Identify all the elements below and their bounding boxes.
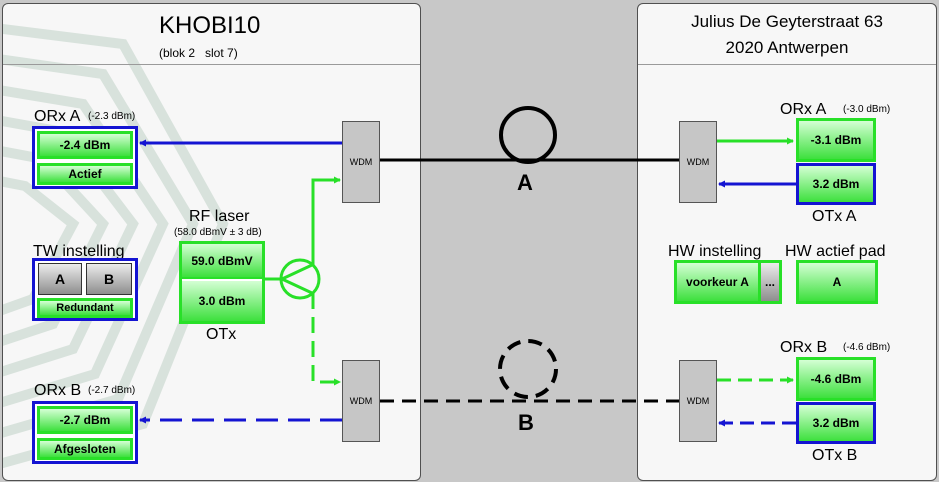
rf-laser-spec: (58.0 dBmV ± 3 dB) [174,227,262,238]
wdm-left-bottom[interactable]: WDM [342,360,380,442]
hw-instelling-label: HW instelling [668,243,762,260]
node-orx-b-level[interactable]: -4.6 dBm [796,357,876,401]
node-orx-a-reference: (-3.0 dBm) [843,104,891,115]
orx-a-label: ORx A [34,108,81,125]
wdm-right-bottom[interactable]: WDM [679,360,717,442]
tw-mode[interactable]: Redundant [37,298,133,318]
path-a-label: A [517,170,533,195]
otx-optical-power[interactable]: 3.0 dBm [182,281,262,321]
node-otx-a-level[interactable]: 3.2 dBm [796,163,876,205]
wdm-right-top[interactable]: WDM [679,121,717,203]
node-panel: Julius De Geyterstraat 63 2020 Antwerpen [637,3,937,481]
orx-a-status[interactable]: Actief [37,163,133,185]
node-otx-a-label: OTx A [812,208,857,225]
node-orx-a-level[interactable]: -3.1 dBm [796,118,876,162]
header-divider [638,64,936,65]
tw-button-b[interactable]: B [86,263,132,295]
orx-b-status[interactable]: Afgesloten [37,438,133,460]
orx-b-label: ORx B [34,382,82,399]
path-b-label: B [518,410,534,435]
rf-laser-level[interactable]: 59.0 dBmV [182,244,262,279]
fiber-loop-b-icon [498,339,558,399]
node-otx-b-label: OTx B [812,447,858,464]
fiber-loop-a-icon [499,106,557,164]
hw-actief-value[interactable]: A [796,260,878,304]
hw-instelling-more-button[interactable]: ... [758,260,782,304]
tw-instelling-label: TW instelling [33,243,125,260]
orx-a-level[interactable]: -2.4 dBm [37,131,133,159]
orx-a-reference: (-2.3 dBm) [88,111,136,122]
node-otx-b-level[interactable]: 3.2 dBm [796,402,876,444]
headend-subtitle: (blok 2 slot 7) [159,46,238,60]
hw-actief-label: HW actief pad [785,243,886,260]
address-line-1: Julius De Geyterstraat 63 [691,12,883,31]
orx-b-reference: (-2.7 dBm) [88,385,136,396]
otx-label: OTx [206,326,237,343]
link-splitter-wdm-bottom [311,293,341,386]
link-splitter-wdm-top [311,176,341,265]
hw-instelling-value[interactable]: voorkeur A [674,260,758,304]
orx-b-level[interactable]: -2.7 dBm [37,406,133,434]
rf-laser-label: RF laser [189,208,250,225]
node-orx-a-label: ORx A [780,101,827,118]
node-orx-b-reference: (-4.6 dBm) [843,342,891,353]
tw-button-a[interactable]: A [38,263,82,295]
wdm-left-top[interactable]: WDM [342,121,380,203]
node-orx-b-label: ORx B [780,339,828,356]
splitter-icon [279,258,321,300]
address-line-2: 2020 Antwerpen [725,38,849,57]
headend-title: KHOBI10 [159,12,261,39]
header-divider [3,64,420,65]
